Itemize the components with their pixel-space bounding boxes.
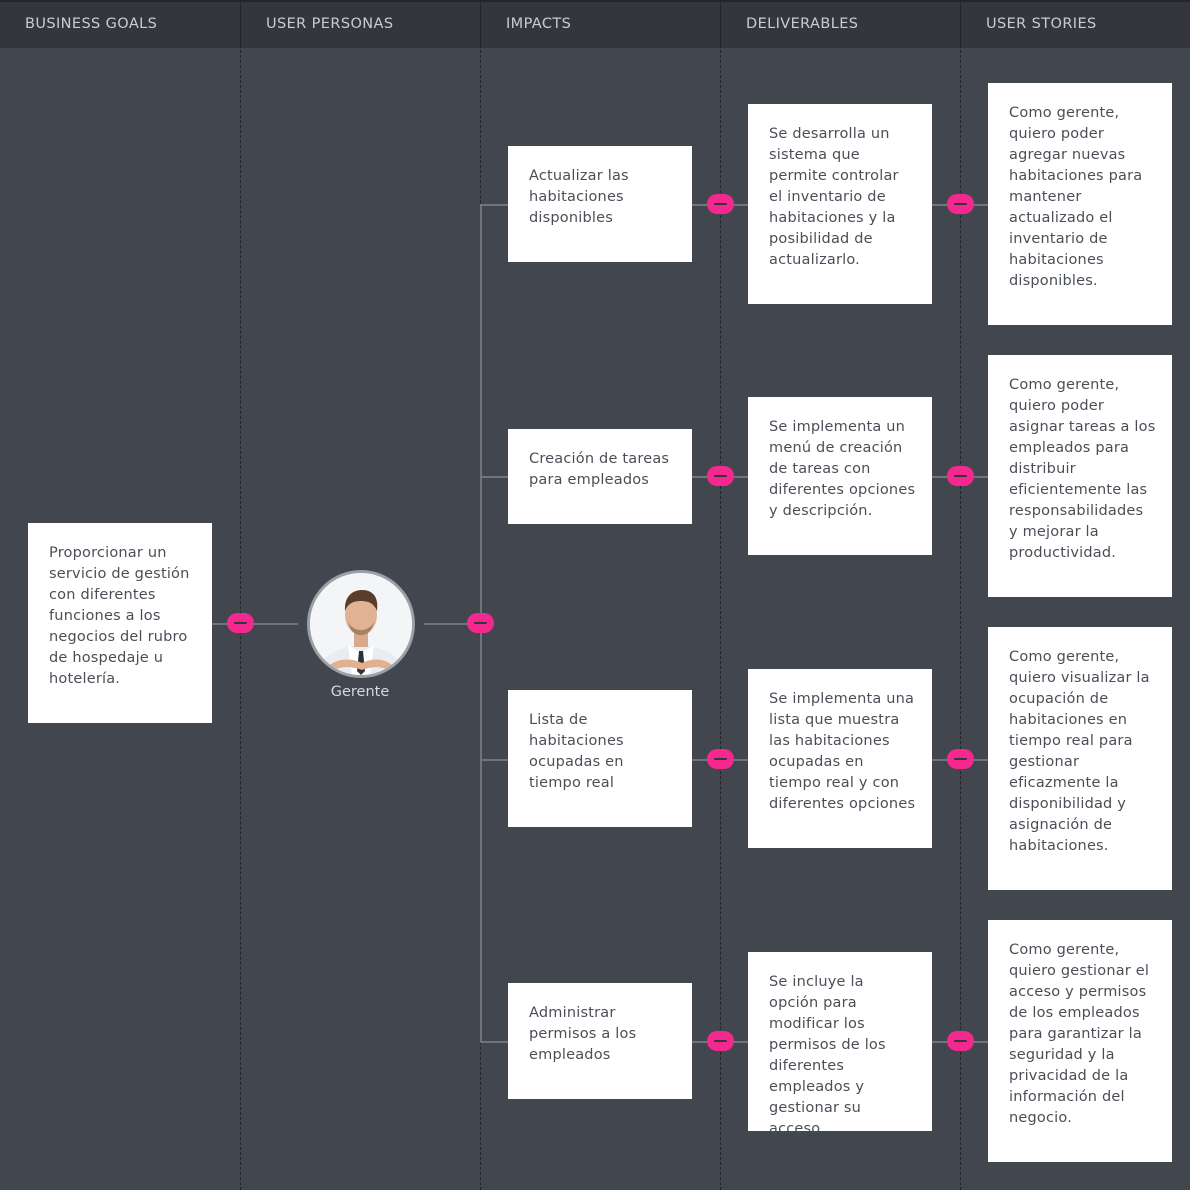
deliverable-card[interactable]: Se implementa un menú de creación de tar… <box>748 397 932 555</box>
collapse-toggle-icon[interactable] <box>707 1031 734 1051</box>
collapse-toggle-icon[interactable] <box>707 749 734 769</box>
user-story-card[interactable]: Como gerente, quiero poder asignar tarea… <box>988 355 1172 597</box>
connector-trunk-impact-2 <box>480 476 508 478</box>
deliverable-card[interactable]: Se incluye la opción para modificar los … <box>748 952 932 1137</box>
column-header-bar: BUSINESS GOALS USER PERSONAS IMPACTS DEL… <box>0 0 1190 48</box>
connector-trunk-impact-3 <box>480 759 508 761</box>
column-title-deliverables: DELIVERABLES <box>746 16 859 32</box>
impact-card[interactable]: Lista de habitaciones ocupadas en tiempo… <box>508 690 692 827</box>
user-story-card[interactable]: Como gerente, quiero poder agregar nueva… <box>988 83 1172 325</box>
connector-trunk-impact-1 <box>480 204 508 206</box>
collapse-toggle-icon[interactable] <box>947 749 974 769</box>
collapse-toggle-icon[interactable] <box>467 613 494 633</box>
impact-card[interactable]: Creación de tareas para empleados <box>508 429 692 524</box>
column-title-user-stories: USER STORIES <box>986 16 1097 32</box>
collapse-toggle-icon[interactable] <box>947 194 974 214</box>
user-story-card[interactable]: Como gerente, quiero gestionar el acceso… <box>988 920 1172 1162</box>
column-title-impacts: IMPACTS <box>506 16 572 32</box>
business-goal-card[interactable]: Proporcionar un servicio de gestión con … <box>28 523 212 723</box>
column-divider <box>720 0 721 1190</box>
header-divider <box>720 2 721 48</box>
impact-card[interactable]: Actualizar las habitaciones disponibles <box>508 146 692 262</box>
column-divider <box>960 0 961 1190</box>
deliverable-card[interactable]: Se desarrolla un sistema que permite con… <box>748 104 932 304</box>
user-avatar-icon[interactable] <box>307 570 415 678</box>
persona-name: Gerente <box>330 684 390 700</box>
header-divider <box>240 2 241 48</box>
column-title-business-goals: BUSINESS GOALS <box>25 16 158 32</box>
collapse-toggle-icon[interactable] <box>947 466 974 486</box>
column-divider <box>240 0 241 1190</box>
connector-trunk-impact-4 <box>480 1041 508 1043</box>
header-divider <box>480 2 481 48</box>
collapse-toggle-icon[interactable] <box>707 194 734 214</box>
impact-card[interactable]: Administrar permisos a los empleados <box>508 983 692 1099</box>
connector-goal-persona <box>212 623 298 625</box>
connector-persona-impacts <box>424 623 482 625</box>
collapse-toggle-icon[interactable] <box>947 1031 974 1051</box>
persona-photo <box>310 573 412 675</box>
collapse-toggle-icon[interactable] <box>707 466 734 486</box>
user-story-card[interactable]: Como gerente, quiero visualizar la ocupa… <box>988 627 1172 890</box>
column-title-user-personas: USER PERSONAS <box>266 16 394 32</box>
deliverable-card[interactable]: Se implementa una lista que muestra las … <box>748 669 932 848</box>
header-divider <box>960 2 961 48</box>
collapse-toggle-icon[interactable] <box>227 613 254 633</box>
